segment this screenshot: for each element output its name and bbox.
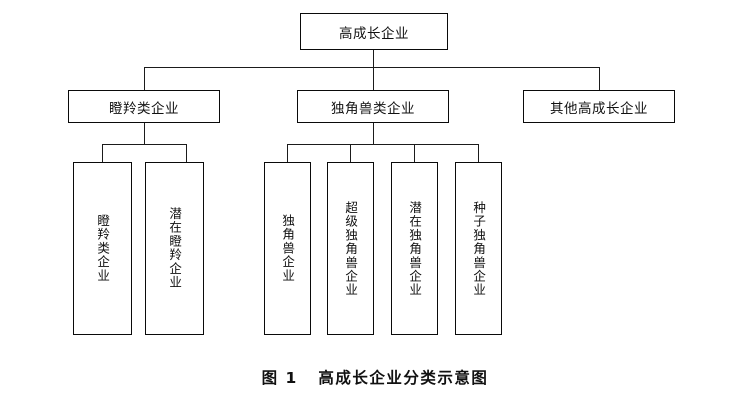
node-other-high-growth-label: 其他高成长企业 <box>550 100 648 117</box>
node-unicorn-category: 独角兽类企业 <box>297 90 449 123</box>
connector-drop-gazelle <box>144 67 146 90</box>
connector-drop-other <box>599 67 601 90</box>
connector-drop-gazelle-potential <box>186 144 188 162</box>
node-gazelle-enterprise-label: 瞪羚类企业 <box>95 214 111 283</box>
connector-drop-potential-unicorn <box>414 144 416 162</box>
node-potential-unicorn-enterprise: 潜在独角兽企业 <box>391 162 438 335</box>
node-gazelle-category-label: 瞪羚类企业 <box>109 100 179 117</box>
connector-drop-unicorn <box>373 67 375 90</box>
connector-drop-gazelle-core <box>102 144 104 162</box>
connector-level1-bus <box>144 67 600 69</box>
connector-drop-seed-unicorn <box>478 144 480 162</box>
node-unicorn-category-label: 独角兽类企业 <box>331 100 415 117</box>
connector-drop-unicorn-core <box>287 144 289 162</box>
node-potential-unicorn-enterprise-label: 潜在独角兽企业 <box>407 200 423 297</box>
connector-unicorn-stem <box>373 123 375 145</box>
connector-gazelle-stem <box>144 123 146 145</box>
node-unicorn-enterprise: 独角兽企业 <box>264 162 311 335</box>
connector-root-stem <box>373 50 375 68</box>
connector-gazelle-bus <box>102 144 187 146</box>
node-seed-unicorn-enterprise: 种子独角兽企业 <box>455 162 502 335</box>
node-super-unicorn-enterprise: 超级独角兽企业 <box>327 162 374 335</box>
node-potential-gazelle-enterprise: 潜在瞪羚企业 <box>145 162 204 335</box>
node-other-high-growth: 其他高成长企业 <box>523 90 675 123</box>
node-root-label: 高成长企业 <box>339 25 409 42</box>
node-root-high-growth-enterprise: 高成长企业 <box>300 13 448 50</box>
connector-unicorn-bus <box>287 144 479 146</box>
node-gazelle-category: 瞪羚类企业 <box>68 90 220 123</box>
node-unicorn-enterprise-label: 独角兽企业 <box>280 214 296 283</box>
node-gazelle-enterprise: 瞪羚类企业 <box>73 162 132 335</box>
figure-caption: 图 1 高成长企业分类示意图 <box>261 369 489 387</box>
node-super-unicorn-enterprise-label: 超级独角兽企业 <box>343 200 359 297</box>
connector-drop-super-unicorn <box>350 144 352 162</box>
node-seed-unicorn-enterprise-label: 种子独角兽企业 <box>471 200 487 297</box>
node-potential-gazelle-enterprise-label: 潜在瞪羚企业 <box>167 207 183 290</box>
